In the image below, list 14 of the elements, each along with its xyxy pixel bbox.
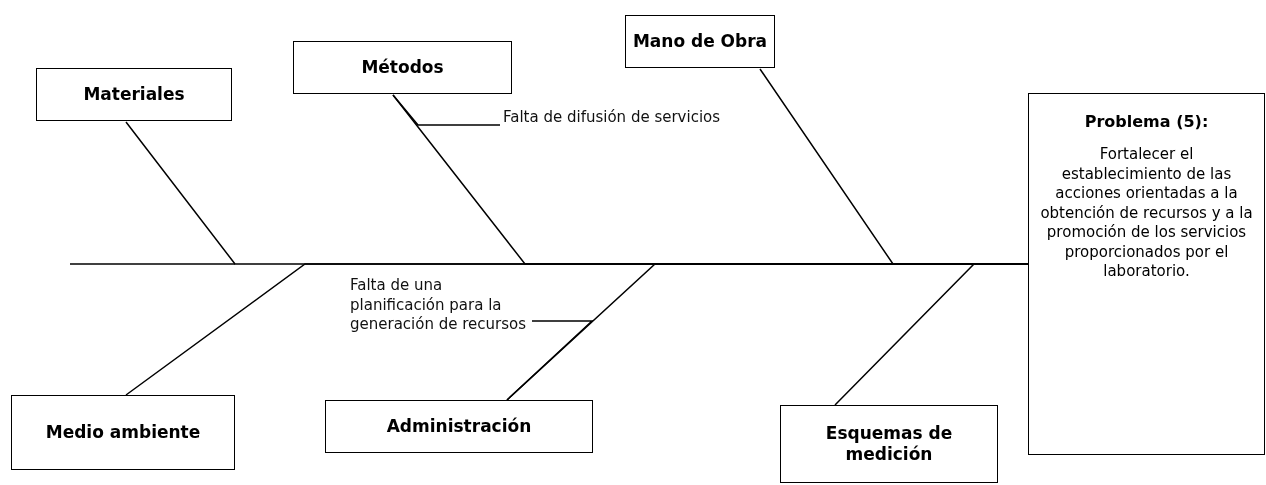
- fishbone-bone: [834, 263, 1029, 406]
- category-box: Materiales: [36, 68, 232, 121]
- problem-box: [1028, 93, 1265, 455]
- problem-heading: Problema (5):: [1084, 112, 1209, 131]
- category-box: Métodos: [293, 41, 512, 94]
- category-box: Administración: [325, 400, 593, 453]
- leader-line: [392, 94, 501, 126]
- category-box: Medio ambiente: [11, 395, 235, 470]
- problem-description: Fortalecer el establecimiento de las acciones orientadas a la obtención de recursos y a la promoción de los servicios proporcionados por el laboratorio.: [1039, 145, 1254, 282]
- category-box: Esquemas de medición: [780, 405, 998, 483]
- cause-text: Falta de difusión de servicios: [503, 108, 743, 128]
- leader-line: [506, 320, 594, 401]
- cause-text: Falta de una planificación para la generación de recursos: [350, 276, 532, 335]
- category-box: Mano de Obra: [625, 15, 775, 68]
